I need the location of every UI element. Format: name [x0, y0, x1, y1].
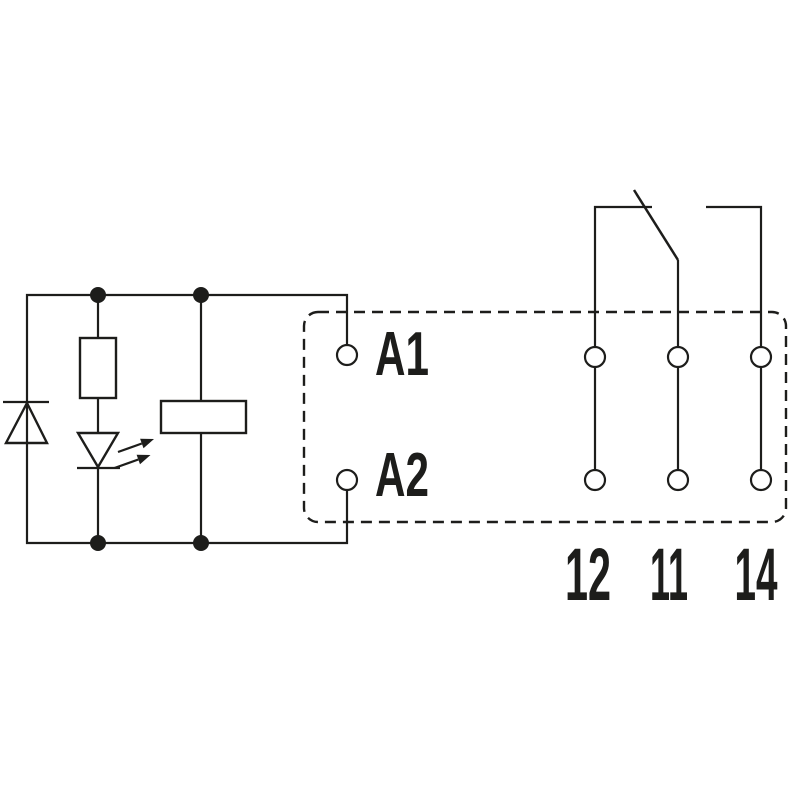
coil-supply-wire — [25, 293, 349, 545]
terminal-14-label: 14 — [735, 533, 778, 616]
led-symbol — [75, 431, 154, 470]
diode-anode-triangle — [4, 400, 49, 445]
terminal-a1-pin — [335, 343, 359, 367]
resistor-body — [78, 336, 118, 400]
contact-blade — [632, 189, 680, 261]
terminal-a2-pin — [335, 468, 359, 492]
no-contact-wire — [706, 205, 763, 347]
terminal-14-lower-pin — [749, 468, 773, 492]
relay-coil-branch — [159, 295, 248, 543]
changeover-contact-symbol — [583, 189, 773, 492]
led-triangle — [75, 431, 121, 470]
junction-dot — [193, 287, 209, 303]
protection-diode-symbol — [3, 400, 49, 445]
terminal-11-label: 11 — [650, 533, 688, 616]
terminal-14-upper-pin — [749, 345, 773, 369]
terminal-a1-label: A1 — [375, 320, 429, 389]
led-emission-arrow — [117, 438, 154, 454]
led-emission-arrow — [114, 454, 151, 470]
relay-coil-body — [159, 399, 248, 435]
terminal-a2-label: A2 — [375, 441, 429, 510]
nc-contact-wire — [593, 205, 652, 347]
junction-dot — [90, 287, 106, 303]
terminal-11-lower-pin — [666, 468, 690, 492]
junction-dot — [193, 535, 209, 551]
junction-dot — [90, 535, 106, 551]
relay-body-outline — [302, 310, 788, 524]
terminal-11-upper-pin — [666, 345, 690, 369]
terminal-12-lower-pin — [583, 468, 607, 492]
terminal-12-label: 12 — [565, 533, 611, 616]
terminal-12-upper-pin — [583, 345, 607, 369]
resistor-led-branch — [75, 295, 154, 543]
